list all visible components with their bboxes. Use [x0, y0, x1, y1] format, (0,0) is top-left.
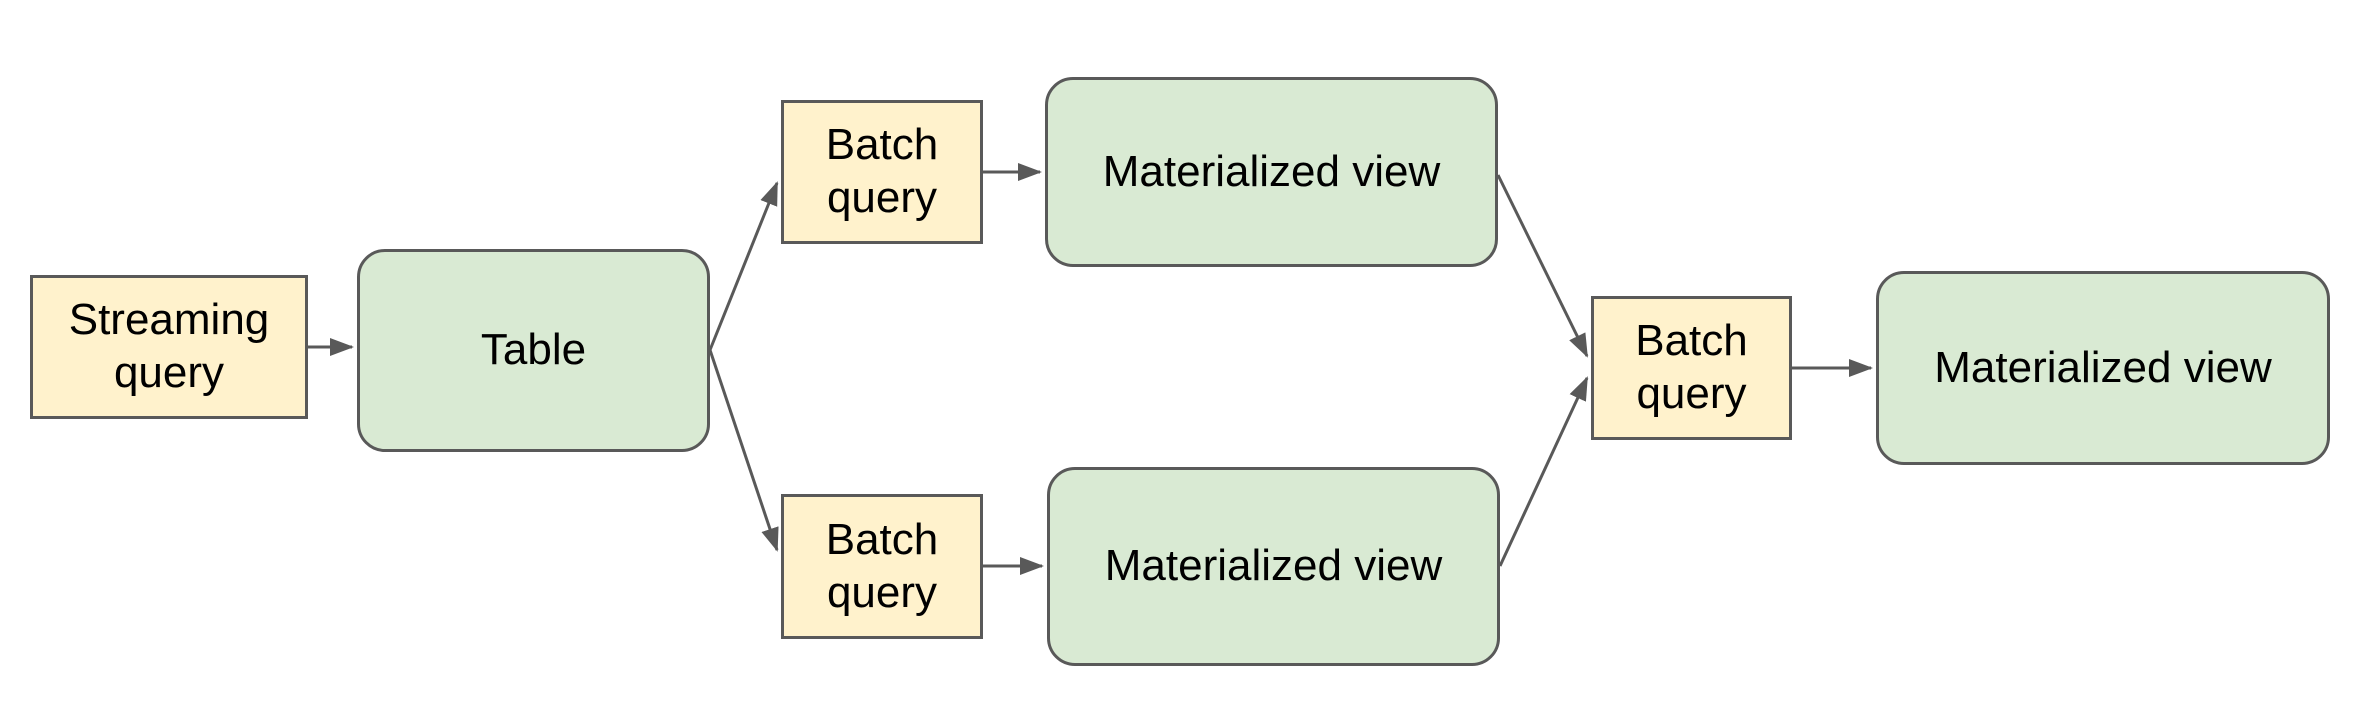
node-batch-query-top-label: Batch query: [825, 120, 939, 222]
node-batch-query-bottom-label: Batch query: [825, 514, 939, 617]
node-materialized-view-bottom: Materialized view: [1047, 467, 1500, 666]
node-batch-query-right-label: Batch query: [1635, 316, 1748, 418]
node-materialized-view-right-label: Materialized view: [1934, 342, 2272, 392]
edge-table-to-batch-query-bottom: [708, 349, 779, 552]
edge-mat-view-top-to-batch-query: [1496, 174, 1589, 358]
edge-mat-view-bottom-to-batch-query: [1498, 376, 1589, 567]
edge-table-to-batch-query-top: [708, 181, 779, 351]
node-batch-query-bottom: Batch query: [781, 494, 983, 639]
node-table: Table: [357, 249, 710, 452]
node-materialized-view-right: Materialized view: [1876, 271, 2330, 465]
node-table-label: Table: [480, 325, 587, 375]
node-streaming-query-label: Streaming query: [68, 295, 270, 397]
node-batch-query-right: Batch query: [1591, 296, 1792, 440]
node-materialized-view-bottom-label: Materialized view: [1104, 541, 1443, 591]
node-materialized-view-top-label: Materialized view: [1102, 146, 1441, 196]
node-materialized-view-top: Materialized view: [1045, 77, 1498, 267]
node-streaming-query: Streaming query: [30, 275, 308, 419]
node-batch-query-top: Batch query: [781, 100, 983, 244]
